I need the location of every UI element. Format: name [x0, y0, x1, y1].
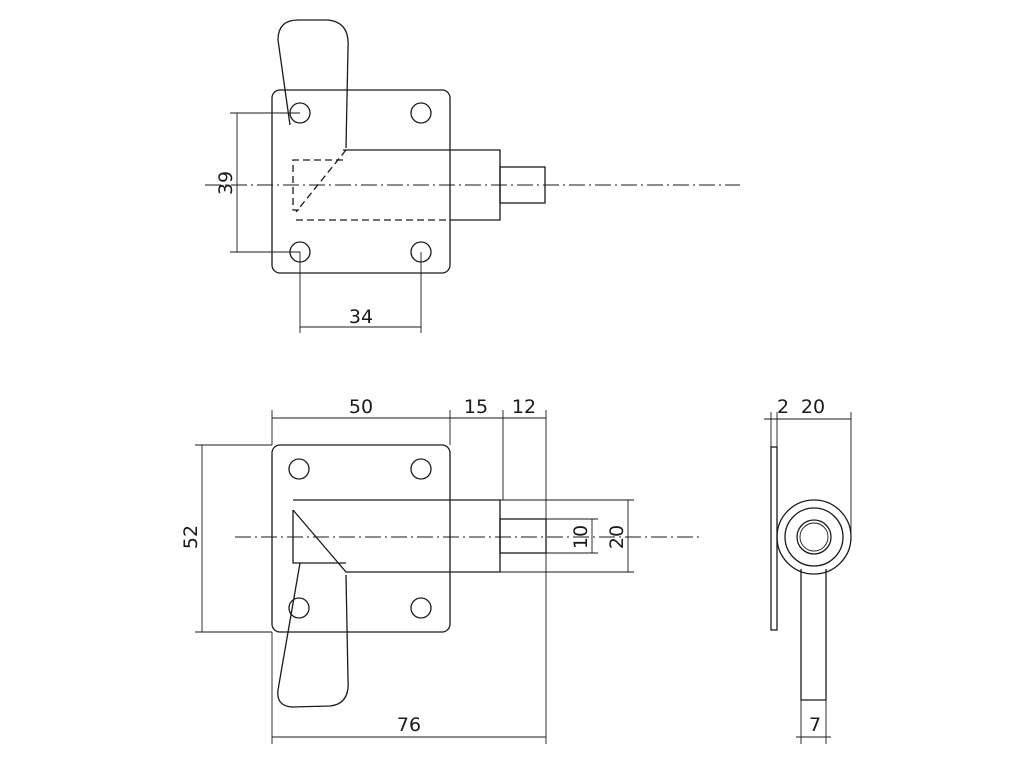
dim-52: 52: [180, 444, 272, 633]
dim-10-label: 10: [570, 525, 592, 549]
front-hole-top-right: [410, 458, 432, 480]
top-handle: [277, 19, 349, 149]
top-plate: [271, 89, 451, 274]
dim-50-15-12: 50 15 12: [271, 396, 547, 519]
dim-52-label: 52: [180, 525, 202, 549]
dim-39-label: 39: [215, 171, 237, 195]
dim-10: 10: [546, 518, 598, 554]
top-hole-top-right: [410, 102, 432, 124]
side-view: 2 20 7: [764, 396, 852, 744]
dim-20-front-label: 20: [606, 525, 628, 549]
front-view: 50 15 12 52 10 20 76: [180, 396, 700, 744]
dim-7-label: 7: [809, 714, 821, 736]
dim-2-20: 2 20: [764, 396, 852, 537]
dim-7: 7: [796, 700, 831, 744]
dim-12-label: 12: [512, 396, 536, 418]
front-hole-top-left: [288, 458, 310, 480]
front-plate: [271, 444, 451, 633]
side-handle: [800, 569, 827, 701]
dim-50-label: 50: [349, 396, 373, 418]
dim-76-label: 76: [397, 714, 421, 736]
side-barrel-mid: [784, 507, 844, 567]
dim-20-side-label: 20: [801, 396, 825, 418]
dim-39: 39: [215, 112, 300, 253]
dim-20-front: 20: [500, 499, 634, 573]
dim-34: 34: [299, 252, 422, 333]
top-hidden-slot: [292, 159, 343, 211]
dim-2-label: 2: [777, 396, 789, 418]
front-bolt-housing: [292, 499, 501, 573]
front-hole-bottom-right: [410, 597, 432, 619]
top-hidden-bevel: [295, 149, 347, 213]
dim-76: 76: [271, 553, 547, 744]
front-handle: [277, 562, 349, 708]
front-bolt-pin: [499, 518, 547, 554]
side-pin: [796, 519, 832, 555]
top-view: 39 34: [205, 19, 740, 333]
front-hole-bottom-left: [288, 597, 310, 619]
side-plate: [770, 446, 778, 631]
dim-34-label: 34: [349, 306, 373, 328]
side-pin-inner: [799, 522, 829, 552]
front-bolt-slot: [292, 510, 346, 564]
side-barrel-outer: [776, 499, 852, 575]
dim-15-label: 15: [464, 396, 488, 418]
